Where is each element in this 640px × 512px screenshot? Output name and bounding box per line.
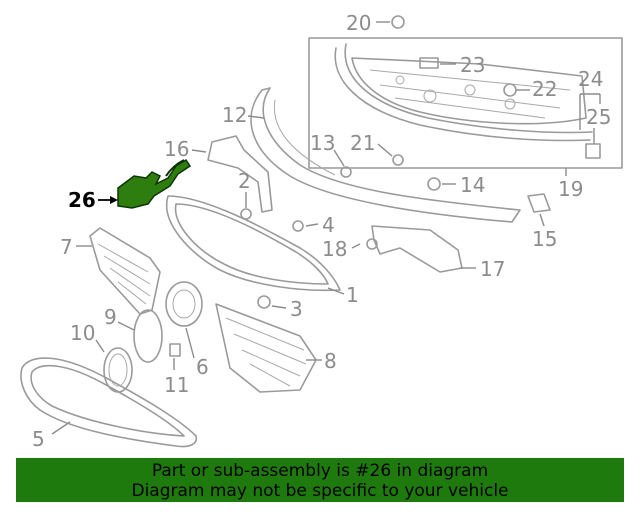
callout-19: 19 [558, 177, 583, 201]
callout-22: 22 [532, 77, 557, 101]
callout-10: 10 [70, 321, 95, 345]
banner-line-1: Part or sub-assembly is #26 in diagram [151, 461, 489, 481]
camera-mount-part [165, 281, 203, 327]
callout-26: 26 [68, 188, 96, 212]
bracket-part [207, 135, 273, 213]
grille-frame-part [165, 195, 341, 292]
callout-5: 5 [32, 427, 45, 451]
grille-insert-part [89, 227, 161, 315]
banner-line-2: Diagram may not be specific to your vehi… [131, 481, 509, 501]
callout-4: 4 [322, 213, 335, 237]
side-bracket-part [371, 225, 463, 273]
callout-6: 6 [196, 355, 209, 379]
callout-24: 24 [578, 67, 603, 91]
info-banner: Part or sub-assembly is #26 in diagram D… [16, 458, 624, 502]
callout-23: 23 [460, 53, 485, 77]
callout-18: 18 [322, 237, 347, 261]
callout-7: 7 [60, 235, 73, 259]
callout-17: 17 [480, 257, 505, 281]
emblem-part [133, 309, 163, 363]
undercover-inset [308, 37, 623, 169]
lower-grille-part [215, 303, 317, 393]
callout-15: 15 [532, 227, 557, 251]
leader-lines [51, 21, 601, 435]
callout-11: 11 [164, 373, 189, 397]
callout-3: 3 [290, 297, 303, 321]
callout-20: 20 [346, 11, 371, 35]
callout-13: 13 [310, 131, 335, 155]
parts-diagram: 1 2 3 4 5 6 7 8 9 10 11 12 13 14 15 16 1… [20, 11, 623, 451]
callout-16: 16 [164, 137, 189, 161]
callout-1: 1 [346, 283, 359, 307]
surround-trim-part [20, 357, 198, 448]
bumper-cover-part [250, 87, 521, 223]
fasteners [240, 15, 601, 309]
clip-11-part [169, 343, 181, 357]
callout-9: 9 [104, 305, 117, 329]
callout-8: 8 [324, 349, 337, 373]
callout-25: 25 [586, 105, 611, 129]
callout-12: 12 [222, 103, 247, 127]
callout-14: 14 [460, 173, 485, 197]
emblem-ring-part [103, 347, 133, 393]
callout-2: 2 [238, 169, 251, 193]
callout-21: 21 [350, 131, 375, 155]
part-26-highlighted [117, 158, 192, 209]
callouts: 1 2 3 4 5 6 7 8 9 10 11 12 13 14 15 16 1… [32, 11, 611, 451]
part-26-body [117, 158, 192, 209]
